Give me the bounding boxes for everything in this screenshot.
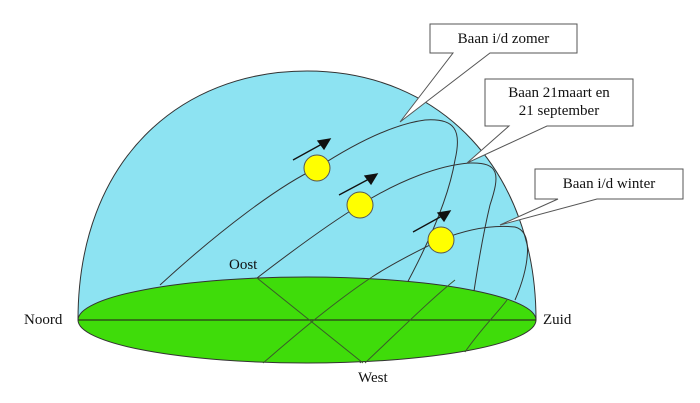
arrow-icon [338,178,370,196]
label-north: Noord [24,312,63,328]
callout-summer-label: Baan i/d zomer [457,31,550,47]
arrow-head-icon [436,210,452,223]
callout-winter-box [499,168,684,226]
callout-winter-label: Baan i/d winter [562,176,656,192]
winter-path [371,225,528,301]
equinox-ground-segment [364,279,456,364]
sun-equinox [346,191,374,219]
summer-ground-segment [262,276,373,364]
label-west: West [358,370,388,386]
east-west-axis [256,277,364,364]
sun-winter [427,226,455,254]
arrow-icon [292,143,323,161]
callout-equinox-line1: Baan 21maart en [508,85,610,101]
callout-equinox-box [466,78,634,164]
arrow-head-icon [363,173,379,186]
callout-equinox-line2: 21 september [518,103,600,119]
callouts [399,23,684,226]
label-south: Zuid [543,312,572,328]
direction-arrows [292,138,452,233]
sky-dome [77,70,537,321]
summer-path [159,119,458,364]
ground-lines [78,276,536,364]
callout-summer-box [399,23,578,123]
label-east: Oost [229,257,258,273]
callout-equinox-label: Baan 21maart en 21 september [485,84,633,120]
sun-summer [303,154,331,182]
sun-path-lines [159,119,528,364]
equinox-path [256,162,497,353]
arrow-head-icon [316,138,332,151]
winter-ground-segment [464,299,508,353]
arrow-icon [412,215,443,233]
